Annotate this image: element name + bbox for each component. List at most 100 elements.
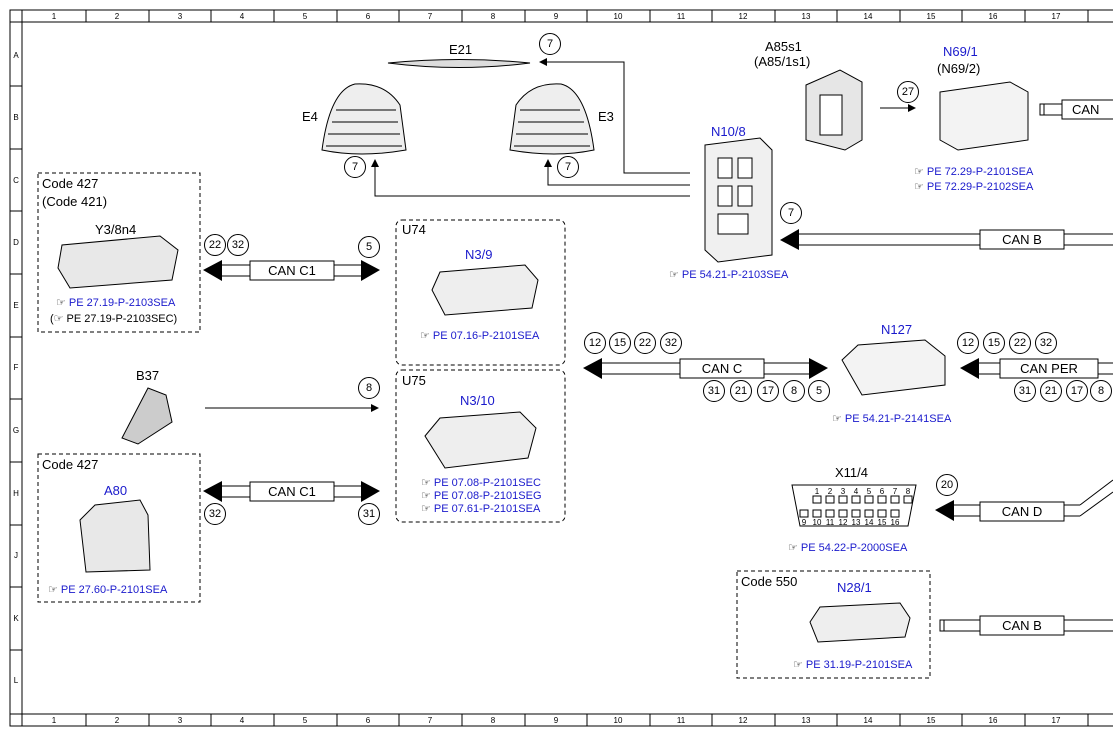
grid-col-16-bottom: 16 bbox=[988, 716, 998, 725]
ref-n69-b[interactable]: ☞PE 72.29-P-2102SEA bbox=[914, 181, 1034, 193]
grid-col-6-bottom: 6 bbox=[365, 716, 371, 725]
grid-col-11: 11 bbox=[676, 12, 686, 21]
y3-8n4-unit-icon bbox=[57, 235, 179, 289]
grid-col-9-bottom: 9 bbox=[553, 716, 559, 725]
x11-pin: 10 bbox=[812, 518, 822, 527]
grid-col-2-bottom: 2 bbox=[114, 716, 120, 725]
grid-col-8-bottom: 8 bbox=[490, 716, 496, 725]
grid-col-1: 1 bbox=[51, 12, 57, 21]
code-427-bottom-label: Code 427 bbox=[40, 457, 101, 472]
b37-pedal-icon bbox=[121, 387, 173, 445]
grid-col-5: 5 bbox=[302, 12, 308, 21]
n69-module-icon bbox=[939, 81, 1029, 151]
ref-n69-a[interactable]: ☞PE 72.29-P-2101SEA bbox=[914, 166, 1034, 178]
ref-n10-8[interactable]: ☞PE 54.21-P-2103SEA bbox=[669, 269, 789, 281]
a80-unit-icon bbox=[79, 499, 151, 573]
n3-10-ecu-icon bbox=[424, 411, 537, 469]
circle-x11: 20 bbox=[936, 474, 958, 496]
ref-n3-10-a[interactable]: ☞PE 07.08-P-2101SEC bbox=[421, 477, 541, 489]
circle-y3-b: 32 bbox=[227, 234, 249, 256]
e3-headlamp-icon bbox=[509, 83, 595, 155]
can-b-top-label: CAN B bbox=[1002, 232, 1042, 247]
circle-can-c-left: 15 bbox=[609, 332, 631, 354]
n3-9-label: N3/9 bbox=[465, 247, 493, 262]
grid-col-5-bottom: 5 bbox=[302, 716, 308, 725]
n28-1-label: N28/1 bbox=[837, 580, 872, 595]
grid-row-c: C bbox=[13, 176, 19, 185]
grid-col-4: 4 bbox=[239, 12, 245, 21]
grid-col-10: 10 bbox=[613, 12, 623, 21]
circle-per-left: 12 bbox=[957, 332, 979, 354]
circle-can-c-right: 31 bbox=[703, 380, 725, 402]
code-550-label: Code 550 bbox=[739, 574, 800, 589]
ref-a80[interactable]: ☞PE 27.60-P-2101SEA bbox=[48, 584, 168, 596]
circle-can-c-left: 32 bbox=[660, 332, 682, 354]
n127-label: N127 bbox=[881, 322, 913, 337]
can-per-label: CAN PER bbox=[1020, 361, 1078, 376]
can-b-bottom-label: CAN B bbox=[1002, 618, 1042, 633]
grid-col-9: 9 bbox=[553, 12, 559, 21]
circle-e21: 7 bbox=[539, 33, 561, 55]
can-c1-top-label: CAN C1 bbox=[268, 263, 316, 278]
n10-8-label: N10/8 bbox=[711, 124, 746, 139]
circle-can-c-right: 5 bbox=[808, 380, 830, 402]
circle-per-right: 17 bbox=[1066, 380, 1088, 402]
grid-col-17-bottom: 17 bbox=[1051, 716, 1061, 725]
x11-pin: 14 bbox=[864, 518, 874, 527]
a85s1-alt-label: (A85/1s1) bbox=[754, 54, 811, 69]
x11-pin: 5 bbox=[866, 487, 872, 496]
circle-e4: 7 bbox=[344, 156, 366, 178]
e3-label: E3 bbox=[598, 109, 614, 124]
circle-can-c-left: 12 bbox=[584, 332, 606, 354]
grid-col-14-bottom: 14 bbox=[863, 716, 873, 725]
circle-b37: 8 bbox=[358, 377, 380, 399]
grid-col-10-bottom: 10 bbox=[613, 716, 623, 725]
code-421-label: (Code 421) bbox=[42, 194, 108, 209]
grid-col-8: 8 bbox=[490, 12, 496, 21]
n3-10-label: N3/10 bbox=[460, 393, 495, 408]
circle-per-right: 8 bbox=[1090, 380, 1112, 402]
grid-row-e: E bbox=[13, 301, 19, 310]
ref-n28-1[interactable]: ☞PE 31.19-P-2101SEA bbox=[793, 659, 913, 671]
circle-a85: 27 bbox=[897, 81, 919, 103]
grid-col-16: 16 bbox=[988, 12, 998, 21]
circle-n10-8: 7 bbox=[780, 202, 802, 224]
grid-row-j: J bbox=[14, 551, 18, 560]
grid-col-15: 15 bbox=[926, 12, 936, 21]
circle-u75-in: 31 bbox=[358, 503, 380, 525]
can-n69-label: CAN bbox=[1072, 102, 1100, 117]
grid-col-4-bottom: 4 bbox=[239, 716, 245, 725]
grid-col-14: 14 bbox=[863, 12, 873, 21]
ref-y3-b[interactable]: (☞PE 27.19-P-2103SEC) bbox=[50, 313, 178, 325]
circle-y3-a: 22 bbox=[204, 234, 226, 256]
n28-1-module-icon bbox=[809, 602, 911, 643]
grid-row-d: D bbox=[13, 238, 19, 247]
ref-n3-10-b[interactable]: ☞PE 07.08-P-2101SEG bbox=[421, 490, 542, 502]
grid-row-f: F bbox=[13, 363, 19, 372]
x11-pin: 12 bbox=[838, 518, 848, 527]
grid-col-3-bottom: 3 bbox=[177, 716, 183, 725]
ref-x11-4[interactable]: ☞PE 54.22-P-2000SEA bbox=[788, 542, 908, 554]
x11-pin: 13 bbox=[851, 518, 861, 527]
circle-a80: 32 bbox=[204, 503, 226, 525]
e21-light-icon bbox=[387, 59, 531, 68]
ref-n3-9[interactable]: ☞PE 07.16-P-2101SEA bbox=[420, 330, 540, 342]
ref-y3-a[interactable]: ☞PE 27.19-P-2103SEA bbox=[56, 297, 176, 309]
e21-label: E21 bbox=[449, 42, 473, 57]
grid-col-7-bottom: 7 bbox=[427, 716, 433, 725]
n69-1-label: N69/1 bbox=[943, 44, 978, 59]
grid-col-7: 7 bbox=[427, 12, 433, 21]
circle-per-right: 31 bbox=[1014, 380, 1036, 402]
grid-col-6: 6 bbox=[365, 12, 371, 21]
x11-pin: 15 bbox=[877, 518, 887, 527]
x11-pin: 7 bbox=[892, 487, 898, 496]
a85s1-label: A85s1 bbox=[765, 39, 802, 54]
a80-label: A80 bbox=[104, 483, 128, 498]
circle-per-left: 15 bbox=[983, 332, 1005, 354]
grid-row-a: A bbox=[13, 51, 19, 60]
ref-n127[interactable]: ☞PE 54.21-P-2141SEA bbox=[832, 413, 952, 425]
ref-n3-10-c[interactable]: ☞PE 07.61-P-2101SEA bbox=[421, 503, 541, 515]
x11-pin: 11 bbox=[825, 518, 835, 527]
y3-8n4-label: Y3/8n4 bbox=[95, 222, 137, 237]
